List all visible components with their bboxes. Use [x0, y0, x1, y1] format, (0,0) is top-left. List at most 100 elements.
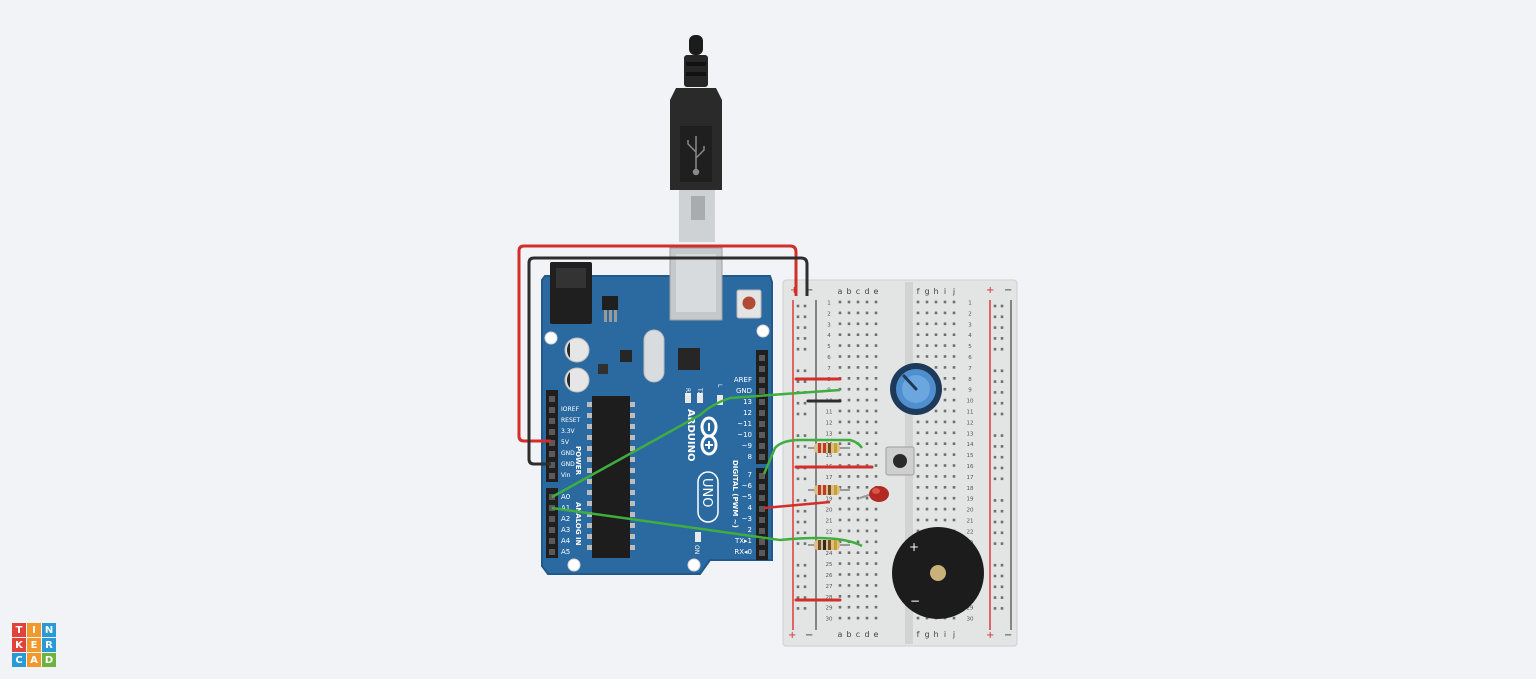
digital-pin[interactable] — [759, 550, 765, 556]
breadboard-hole[interactable] — [865, 573, 869, 576]
rail-hole[interactable] — [993, 304, 997, 308]
breadboard-hole[interactable] — [847, 322, 851, 326]
breadboard-hole[interactable] — [916, 322, 920, 326]
rail-hole[interactable] — [796, 347, 800, 351]
rail-hole[interactable] — [993, 585, 997, 589]
breadboard-hole[interactable] — [838, 311, 842, 315]
breadboard-hole[interactable] — [874, 355, 878, 358]
rail-hole[interactable] — [1000, 304, 1004, 308]
breadboard-hole[interactable] — [916, 529, 920, 533]
breadboard-hole[interactable] — [925, 475, 929, 478]
breadboard-hole[interactable] — [943, 377, 947, 380]
breadboard-hole[interactable] — [916, 420, 920, 424]
breadboard-hole[interactable] — [838, 366, 842, 369]
breadboard-hole[interactable] — [934, 409, 938, 413]
rail-hole[interactable] — [1000, 315, 1004, 319]
breadboard-hole[interactable] — [856, 453, 860, 456]
digital-pin[interactable] — [759, 366, 765, 372]
breadboard-hole[interactable] — [943, 496, 947, 500]
breadboard-hole[interactable] — [952, 366, 956, 369]
rail-hole[interactable] — [796, 315, 800, 319]
breadboard-hole[interactable] — [847, 442, 851, 445]
push-button[interactable] — [885, 446, 915, 476]
breadboard-hole[interactable] — [934, 475, 938, 478]
rail-hole[interactable] — [803, 531, 807, 535]
rail-hole[interactable] — [1000, 380, 1004, 383]
rail-hole[interactable] — [796, 607, 800, 610]
digital-pin[interactable] — [759, 506, 765, 512]
rail-hole[interactable] — [803, 401, 807, 405]
rail-hole[interactable] — [993, 391, 997, 394]
breadboard-hole[interactable] — [847, 551, 851, 554]
rail-hole[interactable] — [803, 369, 807, 373]
breadboard-hole[interactable] — [865, 409, 869, 413]
breadboard-hole[interactable] — [865, 605, 869, 609]
breadboard-hole[interactable] — [847, 616, 851, 620]
breadboard-hole[interactable] — [916, 507, 920, 511]
breadboard-hole[interactable] — [943, 409, 947, 413]
breadboard-hole[interactable] — [847, 366, 851, 369]
digital-pin[interactable] — [759, 377, 765, 383]
breadboard-hole[interactable] — [934, 311, 938, 315]
breadboard-hole[interactable] — [838, 529, 842, 533]
rail-hole[interactable] — [1000, 445, 1004, 448]
breadboard-hole[interactable] — [925, 344, 929, 347]
breadboard-hole[interactable] — [865, 300, 869, 304]
breadboard-hole[interactable] — [934, 420, 938, 424]
breadboard-hole[interactable] — [925, 518, 929, 522]
breadboard-hole[interactable] — [865, 431, 869, 435]
rail-hole[interactable] — [796, 531, 800, 535]
breadboard-hole[interactable] — [838, 344, 842, 347]
breadboard-hole[interactable] — [943, 387, 947, 391]
rail-hole[interactable] — [1000, 434, 1004, 437]
breadboard-hole[interactable] — [856, 518, 860, 522]
resistor-led[interactable] — [808, 485, 850, 495]
rail-hole[interactable] — [1000, 520, 1004, 524]
rail-hole[interactable] — [796, 596, 800, 599]
rail-hole[interactable] — [803, 337, 807, 340]
breadboard-hole[interactable] — [847, 562, 851, 565]
breadboard-hole[interactable] — [934, 464, 938, 467]
breadboard-hole[interactable] — [943, 355, 947, 358]
breadboard-hole[interactable] — [838, 300, 842, 304]
breadboard-hole[interactable] — [925, 355, 929, 358]
breadboard-hole[interactable] — [934, 486, 938, 489]
breadboard-hole[interactable] — [838, 595, 842, 598]
breadboard-hole[interactable] — [952, 442, 956, 445]
rail-hole[interactable] — [993, 563, 997, 567]
breadboard-hole[interactable] — [943, 333, 947, 336]
breadboard-hole[interactable] — [856, 562, 860, 565]
breadboard-hole[interactable] — [925, 420, 929, 424]
rail-hole[interactable] — [803, 509, 807, 513]
breadboard-hole[interactable] — [856, 616, 860, 620]
breadboard-hole[interactable] — [874, 616, 878, 620]
digital-pin[interactable] — [759, 443, 765, 449]
breadboard-hole[interactable] — [838, 518, 842, 522]
breadboard-hole[interactable] — [952, 420, 956, 424]
digital-pin[interactable] — [759, 399, 765, 405]
breadboard-hole[interactable] — [925, 453, 929, 456]
rail-hole[interactable] — [796, 401, 800, 405]
breadboard-hole[interactable] — [838, 551, 842, 554]
rail-hole[interactable] — [993, 347, 997, 351]
breadboard-hole[interactable] — [847, 529, 851, 533]
breadboard-hole[interactable] — [838, 573, 842, 576]
rail-hole[interactable] — [993, 337, 997, 340]
breadboard-hole[interactable] — [952, 322, 956, 326]
breadboard-hole[interactable] — [856, 333, 860, 336]
wire-d7-button-green[interactable] — [762, 438, 864, 475]
rail-hole[interactable] — [1000, 401, 1004, 405]
rail-hole[interactable] — [803, 596, 807, 599]
breadboard-hole[interactable] — [874, 562, 878, 565]
breadboard-hole[interactable] — [856, 431, 860, 435]
breadboard-hole[interactable] — [865, 562, 869, 565]
breadboard-hole[interactable] — [856, 409, 860, 413]
digital-pin[interactable] — [759, 528, 765, 534]
breadboard-hole[interactable] — [874, 540, 878, 544]
power-pin[interactable] — [549, 473, 555, 479]
breadboard-hole[interactable] — [916, 453, 920, 456]
rail-hole[interactable] — [1000, 542, 1004, 545]
breadboard-hole[interactable] — [847, 507, 851, 511]
wire-a1-buzzer-green[interactable] — [551, 506, 863, 548]
